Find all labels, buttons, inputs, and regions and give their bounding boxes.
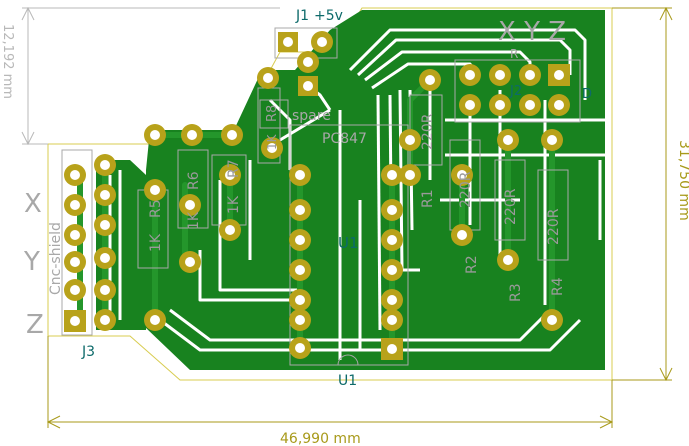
pad-hole <box>387 205 397 215</box>
pad-hole <box>227 130 237 140</box>
ref-d1: D <box>582 87 592 102</box>
ref-r2: R2 <box>464 255 480 274</box>
dimension-lines-gray <box>21 6 280 146</box>
pad-hole <box>465 100 475 110</box>
pad-hole <box>225 170 235 180</box>
value-r1: 220R <box>420 113 436 150</box>
pad-hole <box>295 315 305 325</box>
pad-hole <box>387 235 397 245</box>
pad-hole <box>100 160 110 170</box>
pad-hole <box>503 255 513 265</box>
pad-hole <box>150 185 160 195</box>
dimension-height-label: 31,750 mm <box>676 140 689 221</box>
ref-r8: R8 <box>265 105 280 122</box>
pad-hole <box>225 225 235 235</box>
pad-hole <box>70 257 80 267</box>
label-x: X <box>24 189 42 219</box>
pad-hole <box>457 170 467 180</box>
value-r5: 1K <box>148 233 164 252</box>
value-r8: 1K <box>265 133 279 150</box>
pad-hole <box>387 295 397 305</box>
pad-hole <box>554 100 564 110</box>
pad-hole <box>547 315 557 325</box>
value-r6: 1K <box>186 211 202 230</box>
pad-hole <box>547 135 557 145</box>
pad-hole <box>495 100 505 110</box>
ref-u1-bottom: U1 <box>338 373 357 389</box>
value-r7: 1K <box>226 195 242 214</box>
pad-hole <box>495 70 505 80</box>
pad-hole <box>525 100 535 110</box>
round-pads <box>64 31 570 359</box>
pad-hole <box>100 220 110 230</box>
pad-hole <box>503 135 513 145</box>
dimension-width-label: 46,990 mm <box>280 431 361 446</box>
pad-hole <box>295 205 305 215</box>
pad-hole <box>465 70 475 80</box>
ref-r5: R5 <box>148 199 164 218</box>
pad-hole <box>70 200 80 210</box>
pad-hole <box>70 285 80 295</box>
pad-hole <box>317 37 327 47</box>
label-spare: spare <box>292 108 331 124</box>
pad-hole <box>387 265 397 275</box>
label-cnc-shield: Cnc-shield <box>48 222 64 295</box>
pad-hole <box>405 135 415 145</box>
pad-hole <box>295 343 305 353</box>
ref-u1-top: U1 <box>338 234 359 252</box>
pad-hole <box>185 257 195 267</box>
label-pc847: PC847 <box>322 131 367 147</box>
pad-hole <box>100 253 110 263</box>
pad-hole <box>387 315 397 325</box>
value-r3: 220R <box>503 188 519 225</box>
pad-hole <box>263 73 273 83</box>
ref-r3: R3 <box>508 283 524 302</box>
u1-notch <box>337 354 359 366</box>
ref-j1: J1 <box>295 8 309 24</box>
pad-hole <box>405 170 415 180</box>
pad-hole <box>295 235 305 245</box>
pad-hole <box>70 230 80 240</box>
pad-hole <box>457 230 467 240</box>
pad-hole <box>425 75 435 85</box>
pad-hole <box>303 57 313 67</box>
pad-hole <box>525 70 535 80</box>
pad-hole <box>295 170 305 180</box>
value-r2: 220R <box>458 171 474 208</box>
pad-hole <box>187 130 197 140</box>
pad-hole <box>70 170 80 180</box>
pad-hole <box>387 170 397 180</box>
pad-hole <box>150 130 160 140</box>
dimension-lines <box>46 6 673 429</box>
ref-r4: R4 <box>550 277 566 296</box>
value-r4: 220R <box>546 208 562 245</box>
pad-hole <box>100 285 110 295</box>
label-xyz-top: X Y Z <box>498 17 566 47</box>
label-r-top: R <box>510 47 518 61</box>
pad-hole <box>295 295 305 305</box>
ref-j3: J3 <box>81 344 95 360</box>
copper-pour <box>146 10 605 370</box>
ref-r7: R7 <box>226 159 242 178</box>
square-pads <box>64 32 570 360</box>
pad-hole <box>185 200 195 210</box>
dimension-gray-height-label: 12,192 mm <box>0 24 15 99</box>
ref-r6: R6 <box>186 171 202 190</box>
label-z: Z <box>26 310 44 340</box>
silk-outlines <box>61 27 581 366</box>
pad-hole <box>295 265 305 275</box>
ref-j2: J2 <box>509 84 522 99</box>
ref-r1: R1 <box>420 189 436 208</box>
pad-hole <box>267 143 277 153</box>
label-y: Y <box>23 247 40 277</box>
ref-plus5v: +5v <box>314 8 343 24</box>
pad-hole <box>100 315 110 325</box>
pad-hole <box>100 190 110 200</box>
pad-hole <box>150 315 160 325</box>
